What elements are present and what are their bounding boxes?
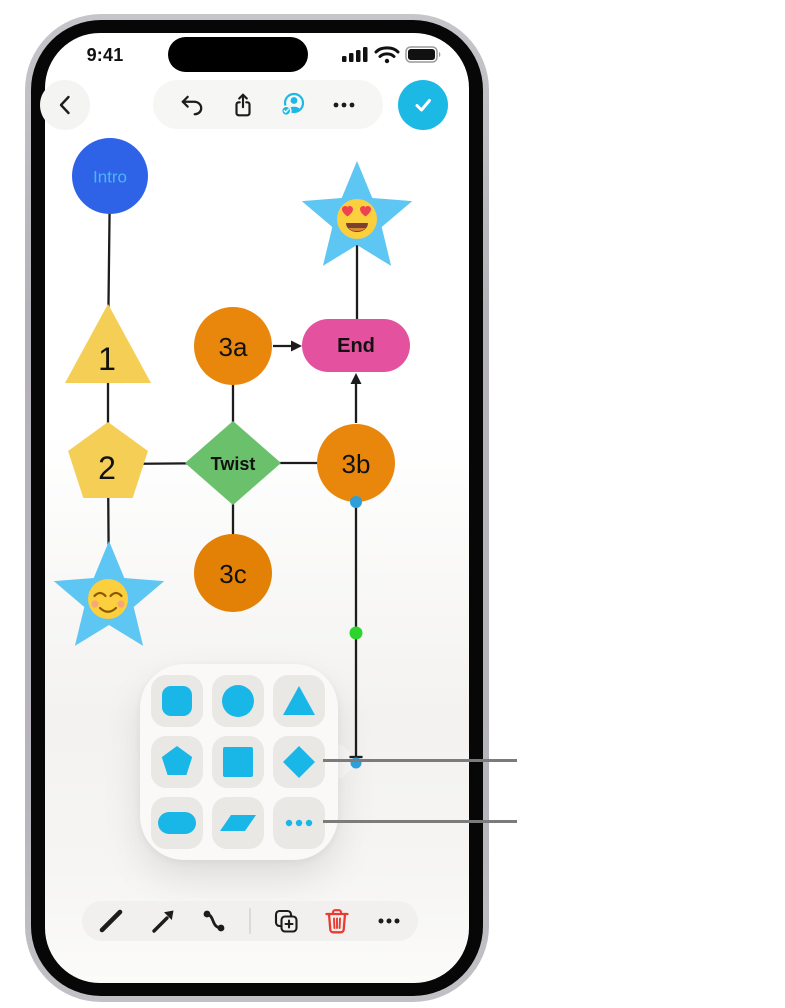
arrow-tool-button[interactable] xyxy=(146,904,180,938)
share-icon xyxy=(235,93,251,116)
shape-option-circle[interactable] xyxy=(212,675,264,727)
battery-icon xyxy=(405,46,441,63)
shape-option-diamond[interactable] xyxy=(273,736,325,788)
collaborate-button[interactable] xyxy=(276,88,310,122)
cellular-signal-icon xyxy=(342,47,368,62)
collaborate-person-icon xyxy=(281,92,305,116)
triangle-icon xyxy=(283,686,315,715)
dynamic-island xyxy=(168,37,308,72)
status-icons xyxy=(342,46,441,64)
more-shapes-ellipsis-icon xyxy=(285,819,313,827)
shape-option-pentagon[interactable] xyxy=(151,736,203,788)
square-icon xyxy=(223,747,253,777)
shape-picker-popup xyxy=(140,664,338,860)
ellipsis-icon xyxy=(333,102,355,107)
shape-option-parallelogram[interactable] xyxy=(212,797,264,849)
callout-line-more-shapes-option xyxy=(323,820,517,823)
more-button[interactable] xyxy=(327,88,361,122)
connector-tool-button[interactable] xyxy=(197,904,231,938)
connector-icon xyxy=(203,910,225,932)
undo-button[interactable] xyxy=(175,88,209,122)
chevron-left-icon xyxy=(59,95,70,115)
share-button[interactable] xyxy=(226,88,260,122)
parallelogram-icon xyxy=(220,815,256,831)
circle-icon xyxy=(222,685,254,717)
ellipsis-icon xyxy=(378,918,400,924)
shape-option-rounded-square[interactable] xyxy=(151,675,203,727)
arrow-icon xyxy=(151,910,174,933)
undo-icon xyxy=(181,95,203,115)
duplicate-button[interactable] xyxy=(269,904,303,938)
trash-icon xyxy=(325,909,349,934)
more-tools-button[interactable] xyxy=(372,904,406,938)
shape-option-oval[interactable] xyxy=(151,797,203,849)
shape-option-more-shapes[interactable] xyxy=(273,797,325,849)
diamond-icon xyxy=(283,746,315,778)
duplicate-icon xyxy=(274,909,298,933)
line-tool-button[interactable] xyxy=(94,904,128,938)
bottom-toolbar xyxy=(82,901,418,941)
shape-option-triangle[interactable] xyxy=(273,675,325,727)
top-toolbar xyxy=(153,80,383,129)
callout-line-diamond-option xyxy=(323,759,517,762)
done-button[interactable] xyxy=(398,80,448,130)
toolbar-divider xyxy=(248,908,251,934)
oval-icon xyxy=(158,812,196,834)
shape-grid xyxy=(151,675,327,851)
back-button[interactable] xyxy=(40,80,90,130)
status-time: 9:41 xyxy=(86,45,124,65)
shape-option-square[interactable] xyxy=(212,736,264,788)
line-icon xyxy=(99,909,123,933)
pentagon-icon xyxy=(161,746,193,775)
wifi-icon xyxy=(374,46,400,64)
delete-button[interactable] xyxy=(320,904,354,938)
rounded-square-icon xyxy=(162,686,192,716)
checkmark-icon xyxy=(415,99,431,112)
